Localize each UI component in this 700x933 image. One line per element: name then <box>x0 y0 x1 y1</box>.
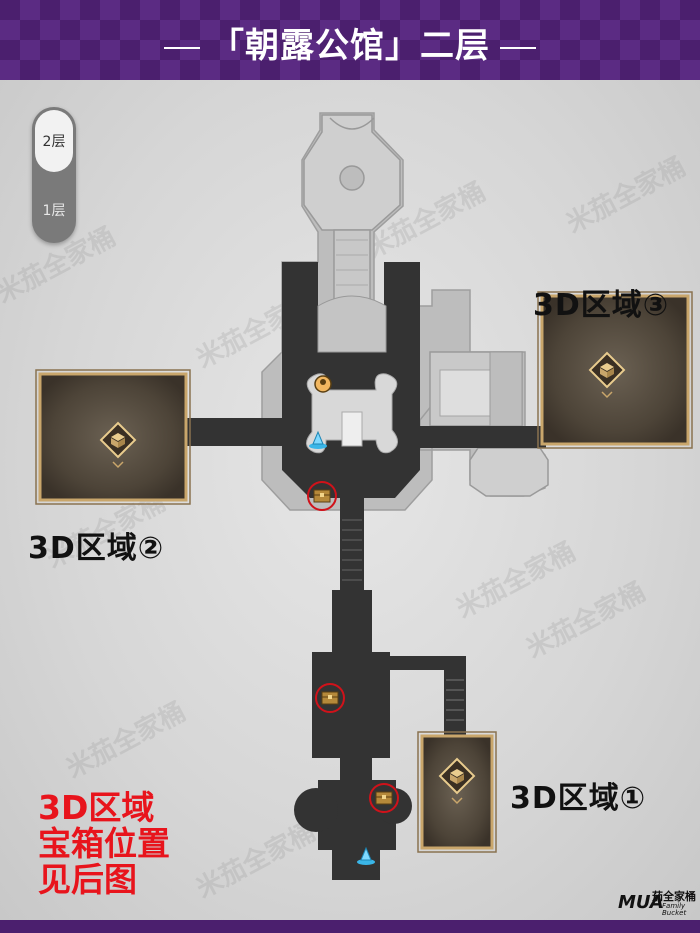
south-wing <box>294 590 466 880</box>
stairs-south <box>342 519 362 581</box>
courtyard <box>306 295 398 454</box>
teleport-anchor-icon[interactable] <box>309 430 327 449</box>
note-line: 见后图 <box>38 860 137 899</box>
floor-switcher: 2层 1层 <box>32 107 76 243</box>
teleport-anchor-icon[interactable] <box>357 846 375 865</box>
stairs-east <box>446 679 464 721</box>
logo-bucket: Bucket <box>662 909 687 917</box>
logo-sub: 茄全家桶 <box>652 890 696 903</box>
page-title-text: 「朝露公馆」二层 <box>210 26 490 66</box>
brand-logo: MUA 茄全家桶 Family Bucket <box>618 886 698 920</box>
treasure-chest-icon[interactable] <box>307 481 337 511</box>
chest-location-note: 3D区域 宝箱位置 见后图 <box>38 790 170 898</box>
header-banner: 「朝露公馆」二层 <box>0 0 700 80</box>
east-annex <box>429 351 549 497</box>
note-line: 宝箱位置 <box>38 824 170 863</box>
logo-main: MUA <box>618 892 664 913</box>
area-1-label: 3D区域① <box>510 781 647 816</box>
treasure-chest-icon[interactable] <box>315 683 345 713</box>
treasure-chest-icon[interactable] <box>369 783 399 813</box>
note-line: 3D区域 <box>38 788 155 827</box>
cube-icon[interactable] <box>438 757 476 805</box>
north-tower <box>303 114 401 309</box>
npc-icon[interactable] <box>314 375 332 393</box>
title-dash-left <box>164 46 200 49</box>
area-2-label: 3D区域② <box>28 531 165 566</box>
footer-bar <box>0 920 700 933</box>
logo-family: Family <box>662 902 686 910</box>
area-3-label: 3D区域③ <box>533 288 670 323</box>
title-dash-right <box>500 46 536 49</box>
floor-1-button[interactable]: 1层 <box>42 203 66 219</box>
cube-icon[interactable] <box>588 351 626 399</box>
floor-2-button[interactable]: 2层 <box>35 110 73 172</box>
page-title: 「朝露公馆」二层 <box>0 18 700 67</box>
cube-icon[interactable] <box>99 421 137 469</box>
